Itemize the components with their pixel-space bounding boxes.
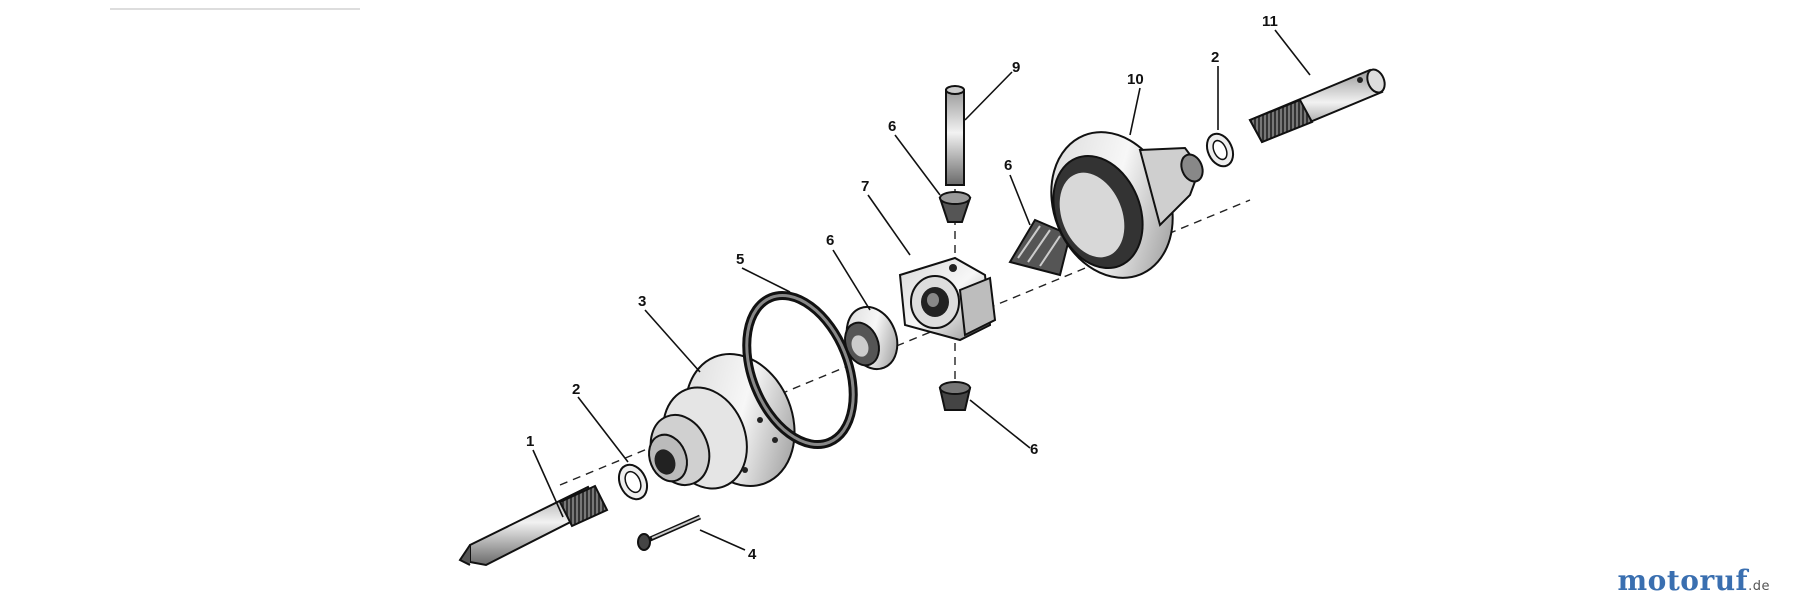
part-3-housing-left — [648, 353, 796, 490]
part-6-pinion-bottom — [938, 381, 972, 411]
part-10-housing-right — [1050, 131, 1204, 279]
callout-5: 5 — [736, 251, 744, 268]
leader-lines — [532, 29, 1311, 551]
part-6-pinion-top — [938, 191, 972, 223]
callout-1: 1 — [526, 433, 534, 450]
watermark-logo: motoruf.de — [1618, 564, 1770, 597]
callout-9: 9 — [1012, 59, 1020, 76]
part-2-washer-left — [617, 463, 649, 501]
callout-6-pinion-bottom: 6 — [1030, 441, 1038, 458]
callout-6-pinion-top: 6 — [888, 118, 896, 135]
callout-6-side-gear-left: 6 — [826, 232, 834, 249]
part-1-axle-shaft — [458, 484, 609, 567]
callout-11: 11 — [1262, 13, 1278, 30]
part-2-washer-right — [1205, 132, 1235, 168]
part-7-carrier — [898, 256, 997, 342]
callout-labels: 1 2 3 4 5 6 6 6 6 7 9 10 2 11 — [526, 13, 1278, 563]
part-11-axle-shaft-right — [1248, 68, 1386, 144]
callout-4: 4 — [748, 546, 757, 563]
callout-3: 3 — [638, 293, 646, 310]
callout-7: 7 — [861, 178, 869, 195]
part-6-side-gear-left — [844, 305, 899, 371]
callout-2-right: 2 — [1211, 49, 1219, 66]
watermark-brand: motoruf — [1617, 564, 1749, 597]
watermark-suffix: .de — [1748, 579, 1770, 594]
part-4-bolt — [637, 514, 702, 551]
callout-10: 10 — [1127, 71, 1144, 88]
callout-2-left: 2 — [572, 381, 580, 398]
part-5-gasket — [742, 290, 858, 450]
part-9-cross-pin — [945, 85, 965, 186]
callout-6-side-gear-right: 6 — [1004, 157, 1012, 174]
